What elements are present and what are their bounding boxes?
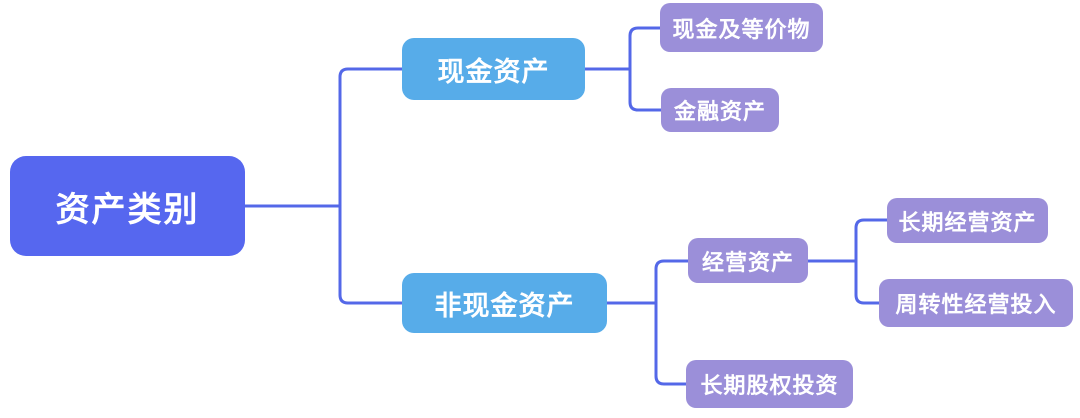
edge-root-to-non-cash-assets [338, 204, 404, 305]
node-long-term-operating-assets-label: 长期经营资产 [898, 209, 1037, 235]
node-cash-and-equivalents[interactable]: 现金及等价物 [660, 3, 823, 52]
edge-root-to-cash-assets [338, 67, 404, 208]
node-long-term-equity-investment[interactable]: 长期股权投资 [686, 360, 853, 408]
edge-operating-to-long-term-operating [854, 218, 889, 263]
node-working-capital-investment[interactable]: 周转性经营投入 [879, 279, 1073, 327]
node-asset-category[interactable]: 资产类别 [10, 156, 245, 256]
edge-operating-to-working-capital [854, 259, 881, 305]
node-cash-assets-label: 现金资产 [437, 56, 550, 87]
node-non-cash-assets[interactable]: 非现金资产 [402, 273, 607, 333]
node-operating-assets[interactable]: 经营资产 [688, 238, 808, 283]
node-cash-assets[interactable]: 现金资产 [402, 38, 585, 100]
edge-cash-assets-to-cash-equivalents [628, 26, 662, 71]
edge-cash-assets-to-financial-assets [628, 67, 663, 112]
node-long-term-operating-assets[interactable]: 长期经营资产 [887, 198, 1048, 243]
node-operating-assets-label: 经营资产 [701, 249, 794, 275]
node-financial-assets-label: 金融资产 [673, 99, 766, 124]
node-asset-category-label: 资产类别 [55, 190, 200, 229]
edge-non-cash-to-operating-assets [654, 259, 690, 305]
node-financial-assets[interactable]: 金融资产 [661, 88, 779, 132]
edge-non-cash-to-long-term-equity [654, 301, 688, 386]
node-working-capital-investment-label: 周转性经营投入 [895, 292, 1057, 317]
node-cash-and-equivalents-label: 现金及等价物 [672, 16, 811, 42]
node-long-term-equity-investment-label: 长期股权投资 [700, 373, 839, 398]
node-non-cash-assets-label: 非现金资产 [434, 290, 575, 321]
